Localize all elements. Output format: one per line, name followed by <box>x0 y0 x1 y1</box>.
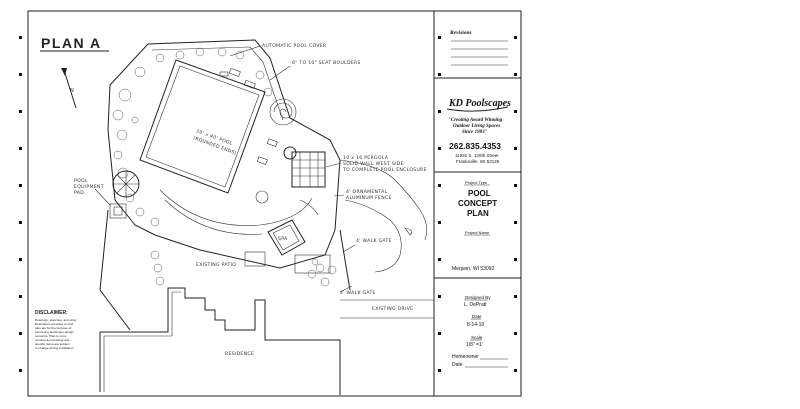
planter-feature <box>269 98 297 126</box>
svg-text:DISCLAIMER:: DISCLAIMER: <box>35 310 68 316</box>
company-logo: KD Poolscapes "Creating Award Winning Ou… <box>446 98 511 135</box>
binding-dots-left <box>19 36 22 372</box>
date-label: Date <box>472 314 482 319</box>
svg-text:Revisions: Revisions <box>449 30 472 36</box>
svg-text:Drawings, sketches, and other: Drawings, sketches, and other <box>35 318 77 322</box>
svg-text:specific items are subject: specific items are subject <box>35 342 70 346</box>
project-type-line-2: CONCEPT <box>458 199 497 208</box>
designed-by-label: Designed By <box>465 295 491 300</box>
svg-text:N: N <box>70 88 74 94</box>
disclaimer: DISCLAIMER: Drawings, sketches, and othe… <box>35 310 77 350</box>
project-type-line-3: PLAN <box>467 209 489 218</box>
pergola <box>291 151 326 188</box>
svg-text:PAD: PAD <box>74 190 84 196</box>
svg-text:SOLID WALL WEST SIDE: SOLID WALL WEST SIDE <box>343 161 404 167</box>
company-phone: 262.835.4353 <box>449 141 501 151</box>
svg-text:RESIDENCE: RESIDENCE <box>225 351 254 357</box>
sheet-border <box>27 10 522 397</box>
svg-text:EXISTING PATIO: EXISTING PATIO <box>196 262 236 268</box>
site-plan-labels: AUTOMATIC POOL COVER 6" TO 10" SEAT BOUL… <box>74 43 427 312</box>
svg-text:ALUMINUM FENCE: ALUMINUM FENCE <box>346 195 392 201</box>
svg-text:EQUIPMENT: EQUIPMENT <box>74 184 104 190</box>
spa: SPA <box>267 219 306 256</box>
svg-text:TO COMPLETE POOL ENCLOSURE: TO COMPLETE POOL ENCLOSURE <box>342 167 427 173</box>
homeowner-label: Homeowner <box>452 354 479 360</box>
residence: RESIDENCE <box>99 287 341 395</box>
svg-text:4' WALK GATE: 4' WALK GATE <box>340 290 376 296</box>
project-type-line-1: POOL <box>468 189 491 198</box>
site-plan: 20' x 40' POOL (ROUNDED ENDS) <box>99 39 434 395</box>
svg-text:4' ORNAMENTAL: 4' ORNAMENTAL <box>346 189 388 195</box>
svg-text:POOL: POOL <box>74 178 88 184</box>
revisions-section: Revisions <box>449 30 508 66</box>
plan-title: PLAN A <box>41 35 102 51</box>
scale-label: Scale <box>471 335 483 340</box>
svg-text:6" TO 10" SEAT BOULDERS: 6" TO 10" SEAT BOULDERS <box>292 60 361 66</box>
tree-icon <box>112 170 140 198</box>
svg-text:10 x 16 PERGOLA: 10 x 16 PERGOLA <box>343 155 389 161</box>
north-arrow-icon: N <box>61 68 77 109</box>
date2-label: Date <box>452 362 463 368</box>
svg-text:illustrations provided on this: illustrations provided on this <box>35 322 74 326</box>
project-name-label: Project Name <box>465 230 490 235</box>
svg-text:Since 1983": Since 1983" <box>462 130 488 135</box>
svg-text:4' WALK GATE: 4' WALK GATE <box>356 238 392 244</box>
project-location: Mequon, WI 53092 <box>452 266 494 272</box>
project-type-label: Project Type <box>465 180 488 185</box>
title-block: Revisions KD Poolscapes "Creating Award … <box>434 30 521 368</box>
designer-name: L. DePratt <box>464 302 487 308</box>
svg-text:KD Poolscapes: KD Poolscapes <box>448 98 511 109</box>
svg-text:plan are for the purpose of: plan are for the purpose of <box>35 326 71 330</box>
svg-text:AUTOMATIC POOL COVER: AUTOMATIC POOL COVER <box>262 43 327 49</box>
svg-text:"Creating Award Winning: "Creating Award Winning <box>448 118 503 123</box>
scale-value: 1/8" =1' <box>466 342 483 348</box>
enclosure-outline <box>107 39 341 269</box>
svg-text:EXISTING DRIVE: EXISTING DRIVE <box>372 306 413 312</box>
svg-text:conveying landscape design: conveying landscape design <box>35 330 74 334</box>
svg-text:SPA: SPA <box>278 236 288 242</box>
svg-text:Outdoor Living Spaces: Outdoor Living Spaces <box>453 124 500 129</box>
date-value: 8-14-10 <box>467 322 484 328</box>
svg-text:to change during installation.: to change during installation. <box>35 346 75 350</box>
binding-dots-right <box>438 36 517 372</box>
svg-text:construction drawing and: construction drawing and <box>35 338 70 342</box>
company-address-2: Franksville, WI 53126 <box>456 159 500 164</box>
pool: 20' x 40' POOL (ROUNDED ENDS) <box>139 59 266 194</box>
svg-text:concepts. Plan is not a: concepts. Plan is not a <box>35 334 66 338</box>
company-address-1: 11932 S. 120th Street <box>455 153 499 158</box>
